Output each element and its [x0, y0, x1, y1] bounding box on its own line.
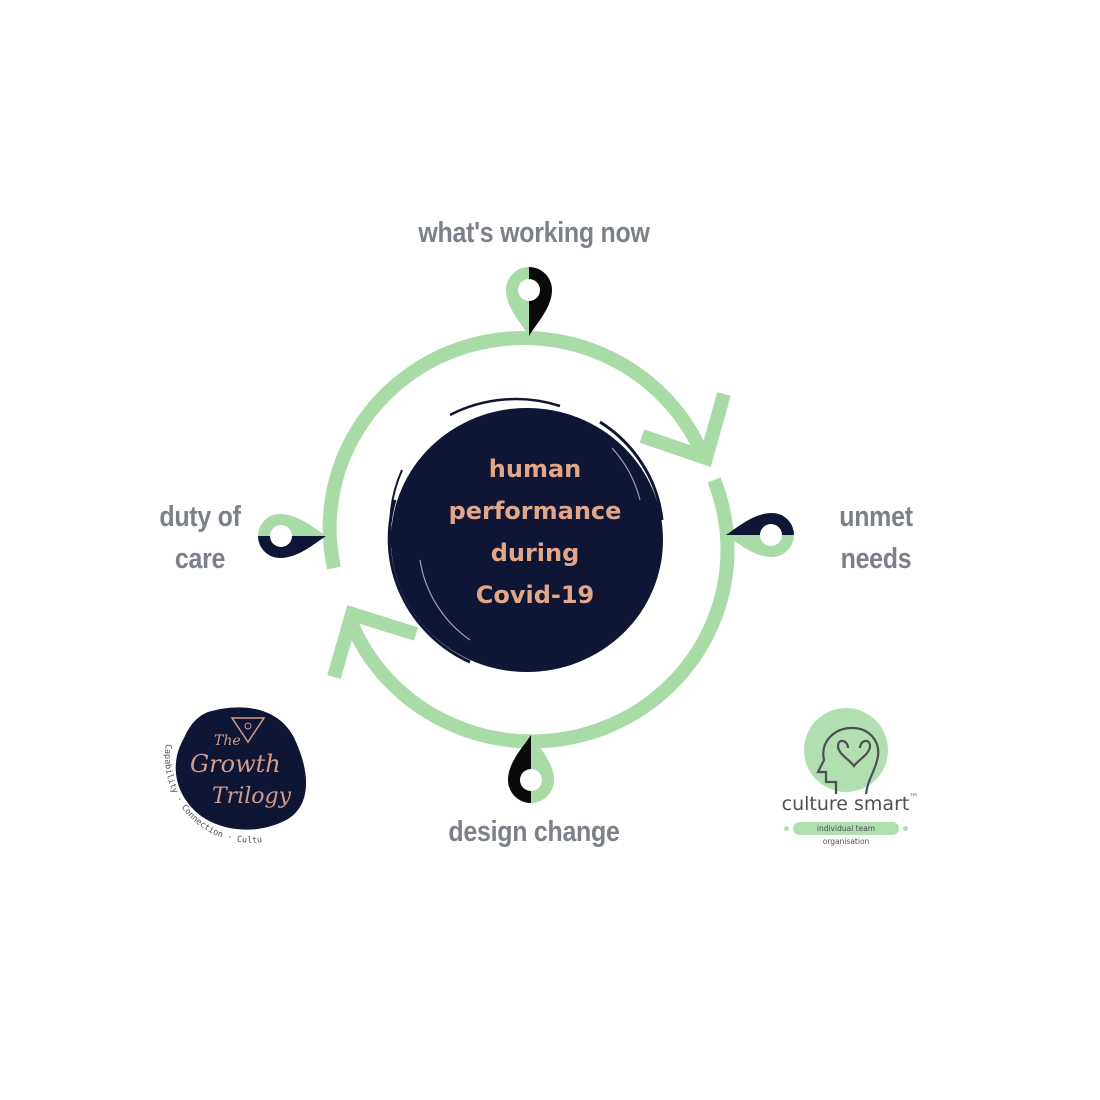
- label-top: what's working now: [418, 217, 650, 249]
- head-heart-icon: [816, 726, 880, 795]
- tagline-dot-left: [784, 826, 789, 831]
- growth-trilogy-logo: The Growth Trilogy Capability · Connecti…: [0, 0, 307, 846]
- cycle-arc-top: [322, 331, 711, 570]
- svg-text:The: The: [214, 733, 241, 749]
- svg-text:Growth: Growth: [190, 750, 281, 778]
- pin-right-icon: [726, 513, 794, 557]
- tagline-dot-right: [903, 826, 908, 831]
- center-circle: [387, 397, 664, 672]
- pin-left-icon: [258, 514, 326, 558]
- culture-smart-wordmark: culture smart™: [781, 793, 919, 815]
- center-title: human performance during Covid-19: [448, 455, 622, 609]
- cycle-arc-bottom: [343, 477, 735, 749]
- pin-top-icon: [506, 267, 552, 336]
- arrow-head-right: [639, 392, 731, 468]
- culture-smart-logo: [804, 708, 888, 795]
- arrow-head-left: [327, 605, 419, 679]
- label-left: duty of care: [159, 501, 241, 575]
- culture-smart-tagline: individual team organisation: [793, 822, 899, 846]
- svg-text:Trilogy: Trilogy: [212, 784, 292, 809]
- pin-bottom-icon: [508, 735, 554, 803]
- label-bottom: design change: [448, 816, 620, 848]
- label-right: unmet needs: [839, 501, 913, 575]
